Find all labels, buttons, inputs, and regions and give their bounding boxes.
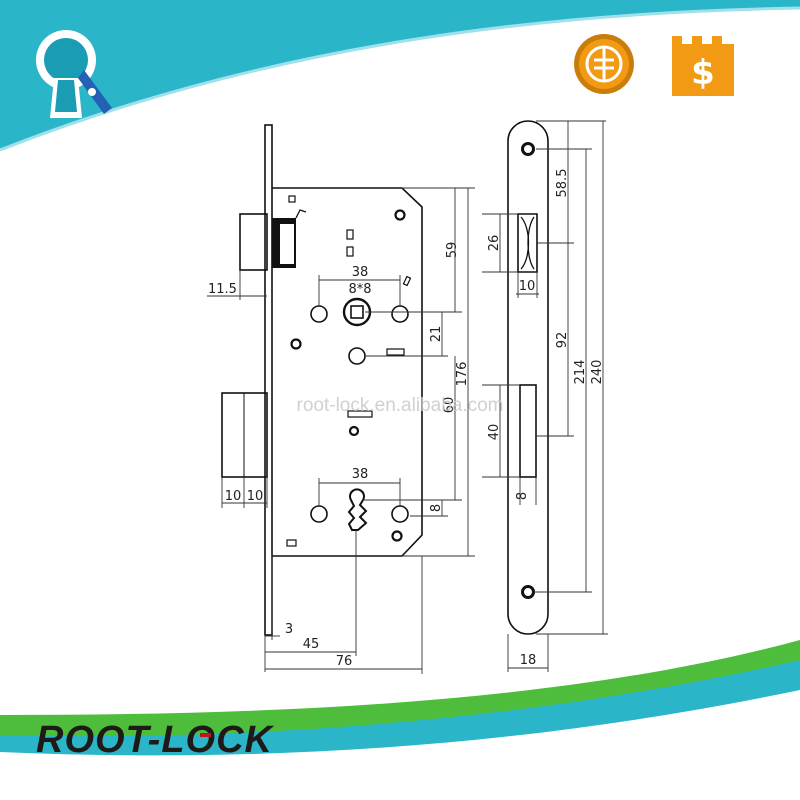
dim-92: 92 [555, 332, 570, 349]
svg-text:$: $ [691, 53, 715, 93]
strike-dimension-labels: 58.5 26 10 92 214 240 40 8 18 [487, 169, 605, 668]
keyhole-logo-icon [36, 30, 112, 118]
dim-8-body: 8 [429, 504, 444, 512]
gold-supplier-coin-icon [574, 34, 634, 94]
lock-dimension-labels: 11.5 38 8*8 59 21 176 60 38 8 10 10 3 45… [208, 242, 470, 669]
dim-45: 45 [303, 637, 320, 652]
lock-case [272, 187, 423, 557]
dim-10-strike: 10 [519, 279, 536, 294]
dim-40: 40 [487, 424, 502, 441]
screw-top-right [394, 209, 406, 221]
strike-screw-bottom [521, 585, 535, 599]
bolt-opening [519, 384, 537, 478]
keyhole-slot [347, 488, 368, 531]
strike-dimension-lines [482, 120, 608, 672]
watermark-text: root-lock.en.alibaba.com [297, 395, 504, 416]
banner-teal [0, 0, 800, 150]
dim-176: 176 [455, 362, 470, 387]
dim-10-b: 10 [247, 489, 264, 504]
dim-76: 76 [336, 654, 353, 669]
dim-38-bottom: 38 [352, 467, 369, 482]
strike-plate-outline [507, 120, 549, 635]
bottom-banner [0, 640, 800, 800]
dim-38-top: 38 [352, 265, 369, 280]
dim-58-5: 58.5 [555, 169, 570, 198]
strike-screw-top [521, 142, 535, 156]
dim-3: 3 [285, 622, 293, 637]
dim-8-strike: 8 [515, 492, 530, 500]
dim-21: 21 [429, 326, 444, 343]
dim-60: 60 [442, 397, 457, 414]
screw-bottom-right [391, 530, 403, 542]
brand-wordmark: ROOT-LOCK [36, 719, 275, 761]
bottom-white-mask [0, 690, 800, 800]
screw-left [290, 338, 302, 350]
lock-body [221, 124, 423, 636]
dim-18: 18 [520, 653, 537, 668]
faceplate [264, 124, 273, 636]
strike-plate [507, 120, 549, 635]
lock-dimension-lines [207, 187, 475, 674]
dim-11-5: 11.5 [208, 282, 237, 297]
dim-10-a: 10 [225, 489, 242, 504]
latch-bolt [239, 213, 268, 271]
dim-26: 26 [487, 235, 502, 252]
dim-8x8: 8*8 [348, 282, 371, 297]
trade-assurance-shield-icon: $ [672, 36, 734, 96]
dim-214: 214 [573, 360, 588, 385]
top-banner [0, 0, 800, 152]
dim-240: 240 [590, 360, 605, 385]
dim-59: 59 [445, 242, 460, 259]
banner-light-curve [0, 6, 800, 152]
